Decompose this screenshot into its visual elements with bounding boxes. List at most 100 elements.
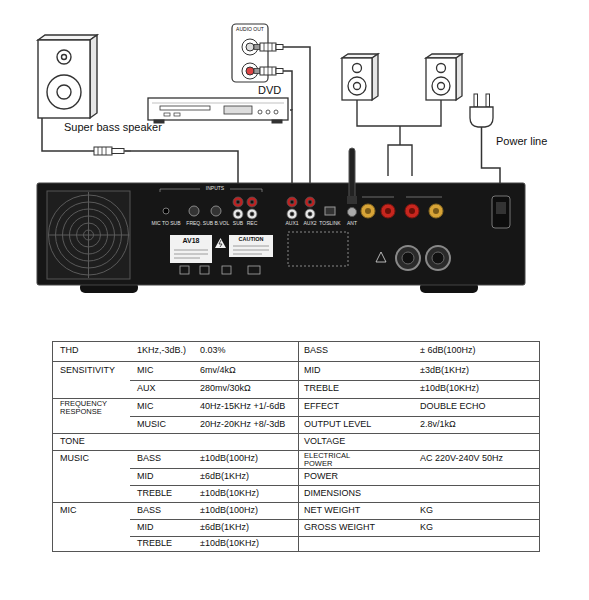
spec-table-cell: NET WEIGHT <box>304 506 360 516</box>
amplifier-rear-panel <box>211 206 221 216</box>
device-label: DVD <box>258 84 281 97</box>
dvd-player <box>148 98 288 120</box>
spec-table-cell: AUX <box>137 384 156 394</box>
small-speakers <box>426 58 456 100</box>
spec-table-cell: MIC <box>137 402 154 412</box>
rca-plugs <box>254 69 260 74</box>
amplifier-rear-panel <box>308 212 312 216</box>
amplifier-rear-panel <box>250 200 254 204</box>
subwoofer-speaker <box>38 35 97 40</box>
panel-label: SUB B.VOL <box>203 221 229 227</box>
amplifier-rear-panel <box>163 208 169 214</box>
amplifier-rear-panel <box>308 200 312 204</box>
spec-table-cell: THD <box>60 346 79 356</box>
amplifier-rear-panel <box>409 208 415 214</box>
dvd-player <box>258 110 262 114</box>
spec-table-cell: DOUBLE ECHO <box>420 402 486 412</box>
spec-table-cell: TREBLE <box>304 384 339 394</box>
panel-label: TOSLINK <box>319 221 340 227</box>
amplifier-rear-panel <box>170 235 212 263</box>
amplifier-rear-panel <box>250 212 254 216</box>
amplifier-rear-panel <box>174 250 208 258</box>
spec-table-cell: ±10dB(100Hz) <box>200 506 258 516</box>
spec-table-cell: AC 220V-240V 50Hz <box>420 454 503 464</box>
amplifier-rear-panel <box>37 183 525 293</box>
amplifier-rear-panel <box>180 266 260 274</box>
spec-table-cell: ELECTRICAL POWER <box>304 452 372 467</box>
dvd-player <box>224 106 252 114</box>
dvd-player <box>272 120 282 123</box>
spec-table-cell: 40Hz-15KHz +1/-6dB <box>200 402 285 412</box>
spec-table-cell: 280mv/30kΩ <box>200 384 251 394</box>
small-speakers <box>372 54 378 100</box>
amplifier-rear-panel <box>376 252 386 262</box>
spec-table-cell: 20Hz-20KHz +8/-3dB <box>200 420 285 430</box>
panel-label: CAUTION <box>238 236 263 242</box>
power-plug-node: Power line <box>464 92 556 154</box>
panel-label: AUX1 <box>285 221 298 227</box>
cable-wire <box>290 110 292 183</box>
amplifier-rear-panel <box>236 212 240 216</box>
speaker-node: Super bass speaker <box>36 36 166 136</box>
spec-table-grid <box>130 381 298 537</box>
subwoofer-speaker <box>38 35 97 136</box>
rca-plugs <box>254 45 260 50</box>
spec-table-grid <box>53 342 540 552</box>
amplifier-rear-panel <box>305 209 315 219</box>
jack-label: AUDIO OUT <box>236 27 264 33</box>
speaker-wires <box>357 100 441 176</box>
cable-wire <box>42 136 238 183</box>
amplifier-rear-panel <box>229 235 273 257</box>
rca-plugs <box>260 43 276 51</box>
spec-table-cell: TREBLE <box>137 489 172 499</box>
amplifier-rear-panel <box>233 197 243 207</box>
spec-table-cell: VOLTAGE <box>304 437 345 447</box>
rca-plug <box>94 147 131 155</box>
spec-table-cell: KG <box>420 523 433 533</box>
amplifier-rear-panel <box>381 204 395 218</box>
dvd-player <box>148 98 288 123</box>
spec-table-cell: POWER <box>304 472 338 482</box>
panel-label: MIC TO SUB <box>152 221 181 227</box>
rca-plug <box>124 150 131 152</box>
spec-table-cell: SENSITIVITY <box>60 366 115 376</box>
amplifier-rear-panel <box>288 232 348 266</box>
power-plug <box>470 94 493 154</box>
power-plug <box>474 94 478 107</box>
amplifier-rear-panel <box>305 197 315 207</box>
panel-label: FREQ. <box>186 221 201 227</box>
amplifier-rear-panel <box>385 208 391 214</box>
spec-table-grid <box>52 341 540 552</box>
amplifier-rear-panel <box>248 266 260 274</box>
rca-plugs <box>264 43 272 51</box>
device-label: Power line <box>496 135 547 148</box>
subwoofer-speaker <box>57 85 71 99</box>
amplifier-rear-panel <box>49 192 130 278</box>
amplifier-rear-panel <box>433 208 439 214</box>
panel-label: INPUTS <box>206 186 224 192</box>
amplifier-rear-panel <box>180 266 189 274</box>
panel-label: AUX2 <box>303 221 316 227</box>
subwoofer-speaker <box>41 118 43 136</box>
device-label: Super bass speaker <box>64 121 162 134</box>
amplifier-rear-panel <box>287 197 297 207</box>
small-speakers <box>348 77 366 95</box>
spec-table-cell: ±6dB(1KHz) <box>200 523 249 533</box>
antenna <box>349 148 355 200</box>
amplifier-rear-panel <box>290 200 294 204</box>
spec-table-grid <box>298 362 540 537</box>
spec-table-cell: DIMENSIONS <box>304 489 361 499</box>
amplifier-rear-panel <box>200 266 209 274</box>
amplifier-rear-panel <box>233 246 269 254</box>
amplifier-rear-panel <box>37 183 525 285</box>
amplifier-rear-panel <box>396 246 420 270</box>
amplifier-rear-panel <box>325 207 335 215</box>
rca-plug <box>94 147 112 155</box>
spec-table-cell: 2.8v/1kΩ <box>420 420 456 430</box>
spec-table-cell: TREBLE <box>137 539 172 549</box>
spec-table-cell: TONE <box>60 437 85 447</box>
power-plug <box>481 127 483 154</box>
audio-out-panel <box>246 67 254 75</box>
subwoofer-speaker <box>62 55 67 60</box>
